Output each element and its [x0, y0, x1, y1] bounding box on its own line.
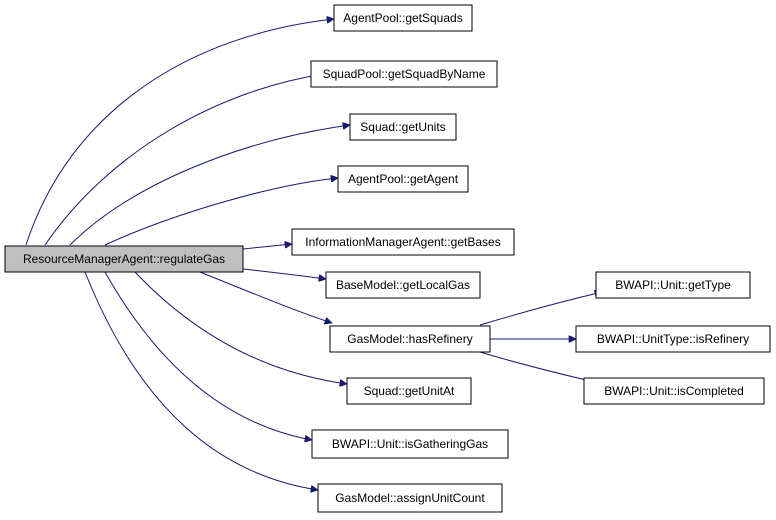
- node-agentpool-getagent[interactable]: AgentPool::getAgent: [337, 165, 469, 193]
- node-label: AgentPool::getAgent: [348, 172, 459, 186]
- node-label: Squad::getUnitAt: [364, 384, 455, 398]
- node-label: Squad::getUnits: [360, 120, 445, 134]
- edge-root-to-squad-getunitat: [134, 271, 347, 384]
- node-label: BaseModel::getLocalGas: [336, 278, 470, 292]
- node-resourcemanageragent-regulategas[interactable]: ResourceManagerAgent::regulateGas: [4, 245, 244, 273]
- node-bwapi-unit-gettype[interactable]: BWAPI::Unit::getType: [595, 271, 751, 299]
- edge-root-to-squad-getunits: [69, 125, 350, 246]
- node-label: BWAPI::Unit::getType: [615, 278, 731, 292]
- node-label: ResourceManagerAgent::regulateGas: [23, 252, 225, 266]
- node-gasmodel-hasrefinery[interactable]: GasModel::hasRefinery: [329, 325, 491, 353]
- node-label: SquadPool::getSquadByName: [323, 67, 486, 81]
- edge-root-to-informationmanageragent-getbases: [242, 244, 292, 250]
- node-bwapi-unit-iscompleted[interactable]: BWAPI::Unit::isCompleted: [583, 377, 765, 405]
- node-label: InformationManagerAgent::getBases: [305, 235, 500, 249]
- edge-hasrefinery-to-bwapi-unit-iscompleted: [479, 351, 599, 383]
- edge-root-to-agentpool-getsquads: [25, 19, 334, 246]
- edge-root-to-squadpool-getsquadbyname: [44, 74, 324, 246]
- node-bwapi-unit-isgatheringgas[interactable]: BWAPI::Unit::isGatheringGas: [311, 429, 509, 459]
- node-informationmanageragent-getbases[interactable]: InformationManagerAgent::getBases: [291, 228, 515, 256]
- edge-root-to-gasmodel-hasrefinery: [199, 271, 332, 323]
- node-squad-getunits[interactable]: Squad::getUnits: [349, 113, 457, 141]
- node-bwapi-unittype-isrefinery[interactable]: BWAPI::UnitType::isRefinery: [575, 325, 771, 353]
- edge-root-to-gasmodel-assignunitcount: [84, 271, 318, 490]
- node-label: GasModel::assignUnitCount: [335, 491, 485, 505]
- edge-hasrefinery-to-bwapi-unit-gettype: [479, 292, 602, 326]
- edge-root-to-agentpool-getagent: [104, 178, 338, 246]
- edge-root-to-bwapi-unit-isgatheringgas: [104, 271, 312, 440]
- node-agentpool-getsquads[interactable]: AgentPool::getSquads: [333, 4, 473, 32]
- node-gasmodel-assignunitcount[interactable]: GasModel::assignUnitCount: [317, 483, 503, 513]
- node-label: BWAPI::UnitType::isRefinery: [597, 332, 749, 346]
- edge-root-to-basemodel-getlocalgas: [242, 268, 326, 279]
- node-label: BWAPI::Unit::isCompleted: [604, 384, 744, 398]
- node-basemodel-getlocalgas[interactable]: BaseModel::getLocalGas: [325, 271, 481, 299]
- node-squad-getunitat[interactable]: Squad::getUnitAt: [346, 377, 472, 405]
- node-label: GasModel::hasRefinery: [347, 332, 472, 346]
- node-label: AgentPool::getSquads: [343, 11, 462, 25]
- node-label: BWAPI::Unit::isGatheringGas: [332, 437, 488, 451]
- node-squadpool-getsquadbyname[interactable]: SquadPool::getSquadByName: [310, 60, 498, 88]
